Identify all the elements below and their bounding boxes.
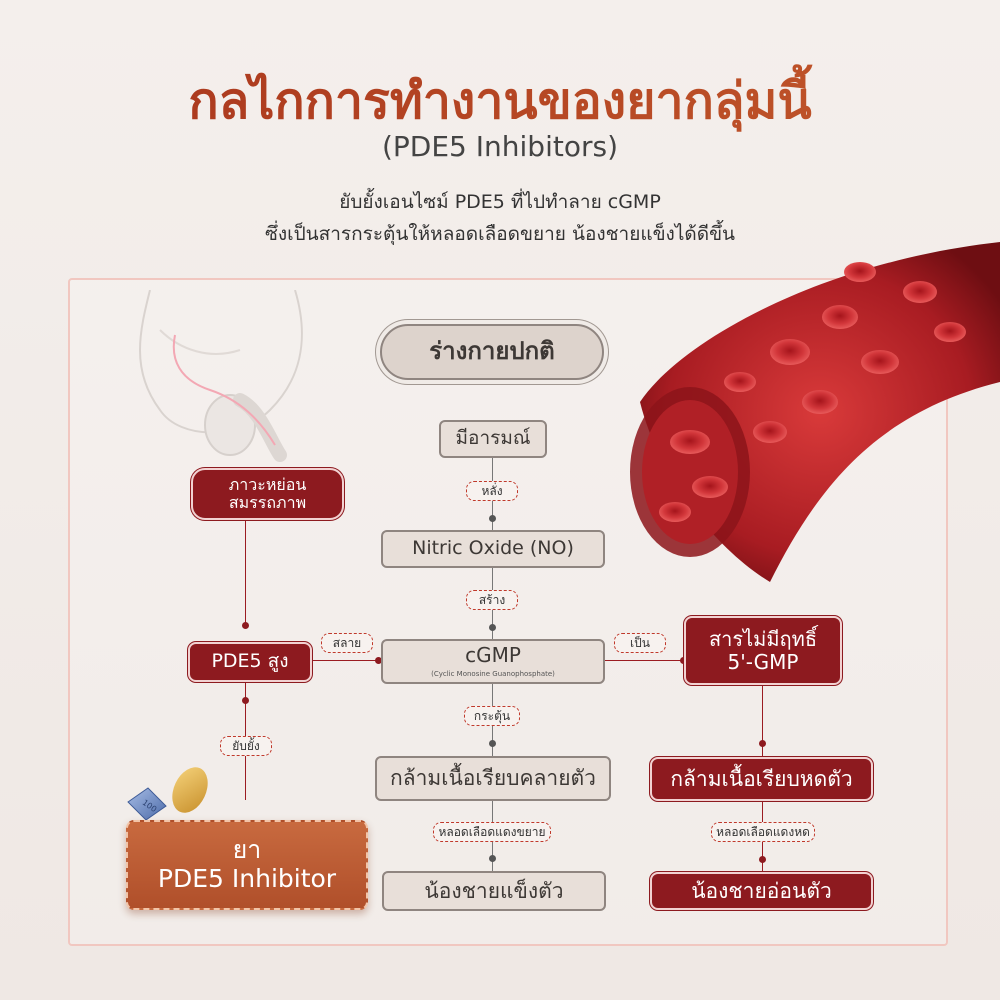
inactive-line-1: สารไม่มีฤทธิ์ — [708, 626, 818, 651]
muscle-relax-box: กล้ามเนื้อเรียบคลายตัว — [375, 756, 611, 801]
connector-dot — [489, 624, 496, 631]
cgmp-full-name: (Cyclic Monosine Guanophosphate) — [431, 670, 555, 679]
tag-degrade: สลาย — [321, 633, 373, 653]
page-subtitle: (PDE5 Inhibitors) — [382, 130, 618, 163]
description-line-2: ซึ่งเป็นสารกระตุ้นให้หลอดเลือดขยาย น้องช… — [264, 223, 736, 245]
tag-become: เป็น — [614, 633, 666, 653]
connector-dot — [759, 740, 766, 747]
drug-line-1: ยา — [232, 835, 262, 865]
connector-dot — [759, 856, 766, 863]
muscle-contract-box: กล้ามเนื้อเรียบหดตัว — [650, 757, 873, 801]
nitric-oxide-box: Nitric Oxide (NO) — [381, 530, 605, 568]
inactive-line-2: 5'-GMP — [727, 649, 799, 674]
connector-ed-to-pde5 — [245, 520, 246, 626]
inactive-gmp-box: สารไม่มีฤทธิ์ 5'-GMP — [684, 616, 842, 685]
tag-create: สร้าง — [466, 590, 518, 610]
connector-dot — [375, 657, 382, 664]
pde5-high-box: PDE5 สูง — [188, 642, 312, 682]
connector-gmp-to-contract — [762, 685, 763, 757]
flaccid-box: น้องชายอ่อนตัว — [650, 872, 873, 910]
connector-cgmp-to-pde5 — [312, 660, 382, 661]
normal-body-label: ร่างกายปกติ — [380, 324, 604, 380]
cgmp-box: cGMP (Cyclic Monosine Guanophosphate) — [381, 639, 605, 684]
male-anatomy-illustration — [139, 290, 303, 462]
drug-line-2: PDE5 Inhibitor — [157, 864, 337, 893]
connector-dot — [680, 657, 687, 664]
ed-box: ภาวะหย่อน สมรรถภาพ — [191, 468, 344, 520]
tag-vessel-dilate: หลอดเลือดแดงขยาย — [433, 822, 551, 842]
page-description: ยับยั้งเอนไซม์ PDE5 ที่ไปทำลาย cGMP ซึ่ง… — [0, 186, 1000, 250]
arousal-box: มีอารมณ์ — [439, 420, 547, 458]
connector-dot — [242, 622, 249, 629]
tag-vessel-constrict: หลอดเลือดแดงหด — [711, 822, 815, 842]
page-title: กลไกการทำงานของยากลุ่มนี้ — [0, 62, 1000, 141]
tag-stimulate: กระตุ้น — [464, 706, 520, 726]
erect-box: น้องชายแข็งตัว — [382, 871, 606, 911]
pde5-inhibitor-drug-box: ยา PDE5 Inhibitor — [126, 820, 368, 910]
tag-inhibit: ยับยั้ง — [220, 736, 272, 756]
connector-dot — [489, 515, 496, 522]
description-line-1: ยับยั้งเอนไซม์ PDE5 ที่ไปทำลาย cGMP — [339, 191, 661, 213]
pills-icon: 100 — [127, 767, 208, 821]
connector-cgmp-to-gmp — [604, 660, 684, 661]
ed-line-2: สมรรถภาพ — [228, 493, 307, 512]
connector-dot — [489, 740, 496, 747]
connector-dot — [489, 855, 496, 862]
blood-vessel-illustration — [630, 242, 1000, 582]
cgmp-label: cGMP — [465, 643, 521, 668]
tag-release: หลั่ง — [466, 481, 518, 501]
ed-line-1: ภาวะหย่อน — [228, 474, 307, 494]
connector-dot — [242, 697, 249, 704]
